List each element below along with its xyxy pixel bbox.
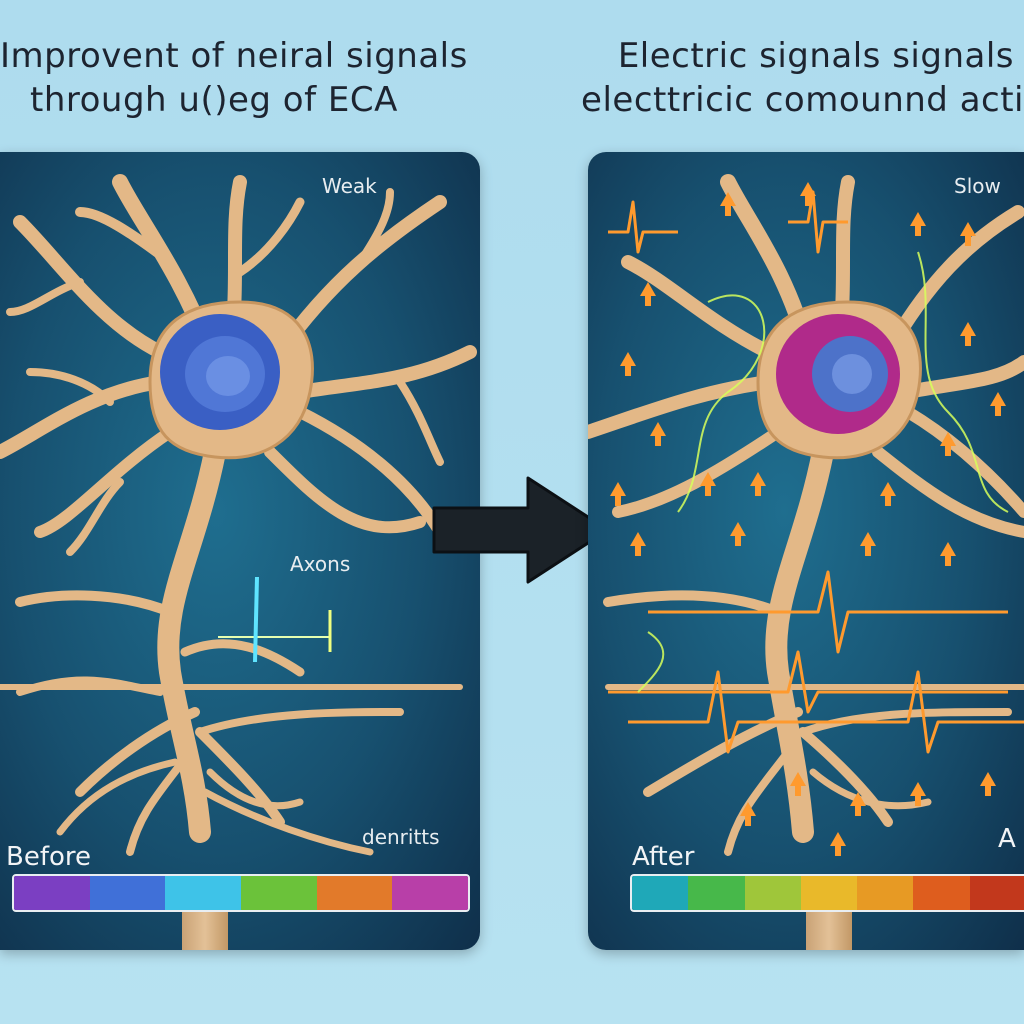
- before-stem: [182, 912, 228, 950]
- after-stem: [806, 912, 852, 950]
- after-label: After: [632, 842, 695, 872]
- dendrites-label: denritts: [362, 825, 440, 849]
- axons-label: Axons: [290, 552, 351, 576]
- before-spectrum-bar: [12, 874, 470, 912]
- weak-signal-trace: [218, 576, 332, 663]
- after-heading: Electric signals signals electtricic com…: [581, 34, 1024, 122]
- before-heading: Improvent of neiral signals through u()e…: [0, 34, 468, 122]
- spark-icons: [610, 182, 1006, 856]
- after-panel: Slow After A: [588, 152, 1024, 950]
- before-neuron-illustration: [0, 174, 477, 856]
- before-heading-line2: through u()eg of ECA: [30, 80, 398, 120]
- after-heading-line2: electtricic comounnd acti: [581, 80, 1024, 120]
- after-a-label: A: [998, 824, 1016, 854]
- after-neuron-illustration: [588, 174, 1024, 856]
- before-label: Before: [6, 842, 92, 872]
- strong-signal-traces: [608, 190, 1024, 754]
- before-panel: Weak Axons denritts Before: [0, 152, 480, 950]
- before-heading-line1: Improvent of neiral signals: [0, 36, 468, 76]
- weak-label: Weak: [322, 174, 377, 198]
- right-arrow-icon: [432, 476, 610, 584]
- slow-label: Slow: [954, 174, 1001, 198]
- after-spectrum-bar: [630, 874, 1024, 912]
- after-heading-line1: Electric signals signals: [617, 36, 1014, 76]
